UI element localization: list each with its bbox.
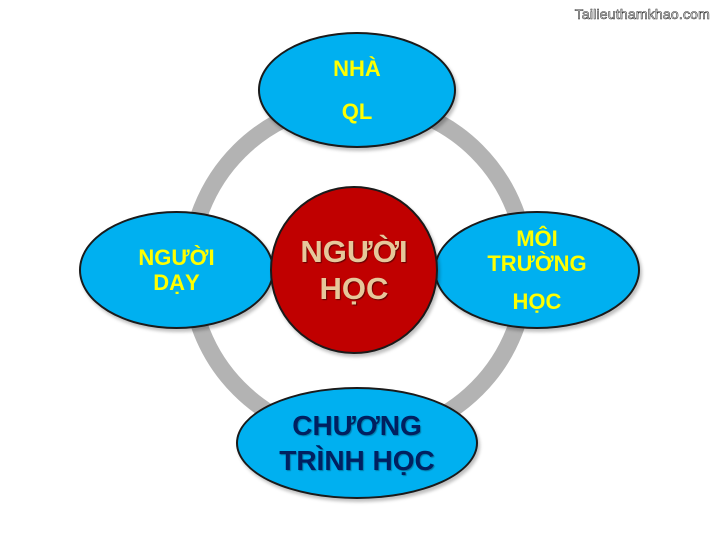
node-center-line1: NGƯỜI: [300, 233, 408, 269]
node-right-line3: HỌC: [512, 288, 562, 314]
node-bottom-line1: CHƯƠNG: [292, 410, 422, 441]
node-top-line1: NHÀ: [333, 55, 381, 81]
node-left-line2: DẠY: [153, 270, 200, 295]
node-left-line1: NGƯỜI: [138, 244, 215, 270]
node-top-line2: QL: [341, 99, 373, 124]
node-left-nguoi-day: NGƯỜI DẠY: [79, 211, 274, 329]
node-bottom-line2: TRÌNH HỌC: [279, 445, 435, 476]
node-bottom-chuong-trinh-hoc: CHƯƠNG TRÌNH HỌC: [236, 387, 478, 499]
node-right-line1: MÔI: [516, 226, 558, 252]
watermark-text: Tailieuthamkhao.com: [574, 6, 710, 23]
node-right-moi-truong-hoc: MÔI TRƯỜNG HỌC: [434, 211, 640, 329]
node-center-nguoi-hoc: NGƯỜI HỌC: [270, 186, 438, 354]
node-top-nha-ql: NHÀ QL: [258, 32, 456, 148]
node-center-line2: HỌC: [319, 271, 389, 306]
node-right-line2: TRƯỜNG: [487, 251, 587, 277]
